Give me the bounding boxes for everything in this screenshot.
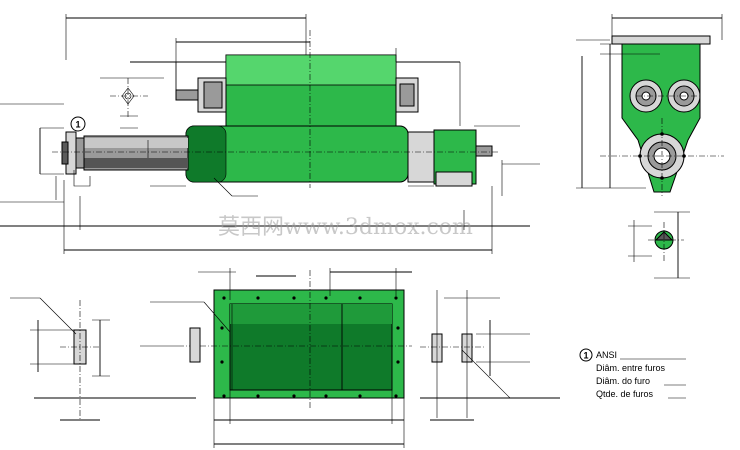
side-plate-detail — [420, 290, 560, 421]
legend-label-hole-diameter: Diâm. do furo — [596, 376, 650, 386]
legend-label-standard: ANSI — [596, 350, 617, 360]
side-dimensions — [0, 14, 540, 254]
legend-callout-icon: 1 — [579, 348, 593, 362]
side-elevation-view — [52, 30, 500, 197]
shaft-key-detail — [628, 211, 690, 279]
legend-label-bolt-circle: Diâm. entre furos — [596, 363, 666, 373]
callout-legend: 1 ANSI Diâm. entre furos Diâm. do furo Q… — [579, 348, 686, 399]
svg-text:1: 1 — [75, 120, 80, 130]
legend-label-hole-count: Qtde. de furos — [596, 389, 654, 399]
watermark-text: 莫西网www.3dmox.com — [218, 215, 473, 240]
drive-motor — [407, 129, 493, 187]
end-flange — [61, 131, 85, 175]
end-elevation-view — [576, 14, 724, 196]
svg-text:1: 1 — [583, 351, 588, 361]
bolt-hole-icon — [220, 296, 400, 398]
plan-view — [140, 268, 412, 448]
upper-bearing — [175, 77, 227, 113]
upper-bearing-right — [395, 77, 419, 113]
flange-detail-left — [10, 297, 196, 421]
flange-callout-icon: 1 — [70, 116, 86, 132]
